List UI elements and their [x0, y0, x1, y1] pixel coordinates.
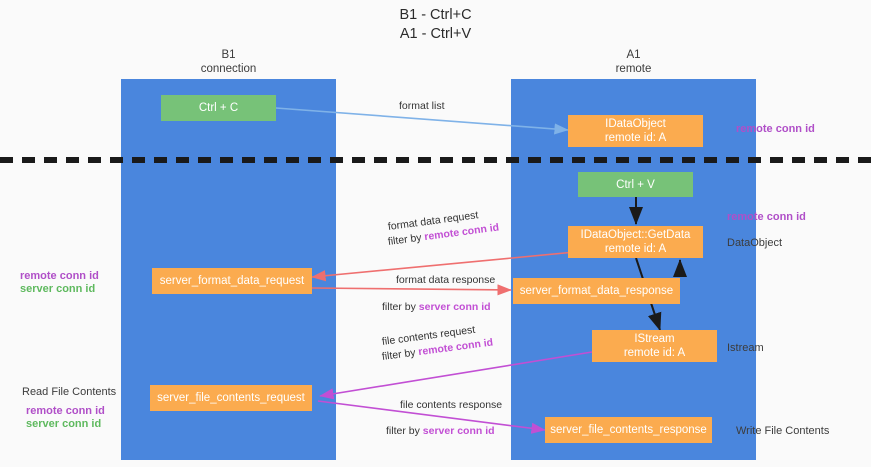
node-ctrl-c[interactable]: Ctrl + C: [161, 95, 276, 121]
edge-label-format-list-text: format list: [399, 100, 445, 112]
node-server-format-data-request-label: server_format_data_request: [159, 275, 305, 287]
node-idataobject[interactable]: IDataObject remote id: A: [568, 115, 703, 147]
label-server-conn-id-mid-left: server conn id: [20, 282, 95, 296]
server-conn-id-text-4: server conn id: [422, 425, 495, 437]
edge-label-file-contents-response-line2: filter by server conn id: [386, 424, 502, 439]
edge-label-format-data-response-text: format data response: [396, 274, 496, 286]
column-header-b1-sub: connection: [200, 63, 257, 75]
column-header-b1: B1 connection: [121, 48, 336, 76]
filter-by-text-2: filter by: [382, 301, 416, 313]
section-divider: [0, 157, 871, 163]
label-remote-conn-id-mid-right: remote conn id: [727, 210, 806, 224]
label-read-file-contents: Read File Contents: [22, 385, 116, 399]
node-server-file-contents-response-label: server_file_contents_response: [550, 424, 707, 436]
node-getdata-sub: remote id: A: [604, 243, 667, 255]
edge-label-format-data-response-line1: format data response: [382, 273, 495, 288]
node-ctrl-c-label: Ctrl + C: [198, 102, 239, 114]
node-getdata-label: IDataObject::GetData: [580, 229, 691, 241]
column-header-a1-sub: remote: [615, 63, 652, 75]
column-header-a1: A1 remote: [511, 48, 756, 76]
edge-label-file-contents-response-line1: file contents response: [386, 398, 502, 413]
label-write-file-contents: Write File Contents: [736, 424, 829, 438]
filter-by-text-1: filter by: [387, 231, 423, 248]
label-server-conn-id-mid-left-text: server conn id: [20, 283, 96, 295]
edge-label-file-contents-request: file contents request filter by remote c…: [381, 324, 494, 365]
edge-label-format-data-response: format data response filter by server co…: [382, 273, 495, 315]
label-remote-conn-id-bot-left: remote conn id: [26, 404, 105, 418]
title-line-1: B1 - Ctrl+C: [399, 7, 472, 23]
node-server-format-data-response[interactable]: server_format_data_response: [513, 278, 680, 304]
label-remote-conn-id-top-right: remote conn id: [736, 122, 815, 136]
node-idataobject-sub: remote id: A: [604, 132, 667, 144]
label-remote-conn-id-mid-right-text: remote conn id: [727, 211, 806, 223]
label-remote-conn-id-bot-left-text: remote conn id: [26, 405, 105, 417]
column-header-a1-name: A1: [626, 49, 641, 61]
node-server-file-contents-response[interactable]: server_file_contents_response: [545, 417, 712, 443]
node-server-format-data-request[interactable]: server_format_data_request: [152, 268, 312, 294]
node-istream-label: IStream: [634, 333, 675, 345]
edge-label-format-list: format list: [399, 99, 445, 114]
title-line-2: A1 - Ctrl+V: [399, 26, 472, 42]
node-server-format-data-response-label: server_format_data_response: [519, 285, 674, 297]
edge-label-format-data-response-line2: filter by server conn id: [382, 300, 495, 315]
label-dataobject: DataObject: [727, 236, 782, 250]
label-server-conn-id-bot-left: server conn id: [26, 417, 101, 431]
node-server-file-contents-request-label: server_file_contents_request: [157, 392, 305, 404]
node-ctrl-v-label: Ctrl + V: [616, 178, 655, 191]
node-idataobject-label: IDataObject: [605, 118, 666, 130]
node-getdata[interactable]: IDataObject::GetData remote id: A: [568, 226, 703, 258]
node-istream-sub: remote id: A: [623, 347, 686, 359]
filter-by-text-4: filter by: [386, 425, 420, 437]
label-server-conn-id-bot-left-text: server conn id: [26, 418, 102, 430]
edge-label-file-contents-response-text: file contents response: [400, 399, 503, 411]
label-write-file-contents-text: Write File Contents: [736, 425, 830, 437]
label-read-file-contents-text: Read File Contents: [22, 386, 117, 398]
node-ctrl-v[interactable]: Ctrl + V: [578, 172, 693, 197]
edge-label-format-data-request: format data request filter by remote con…: [387, 209, 500, 250]
node-istream[interactable]: IStream remote id: A: [592, 330, 717, 362]
column-header-b1-name: B1: [221, 49, 236, 61]
label-istream-text: Istream: [727, 342, 764, 354]
label-istream: Istream: [727, 341, 764, 355]
node-server-file-contents-request[interactable]: server_file_contents_request: [150, 385, 312, 411]
page-title: B1 - Ctrl+C A1 - Ctrl+V: [0, 6, 871, 44]
edge-label-file-contents-response: file contents response filter by server …: [386, 398, 502, 439]
filter-by-text-3: filter by: [381, 346, 417, 363]
label-remote-conn-id-mid-left-text: remote conn id: [20, 270, 99, 282]
server-conn-id-text-2: server conn id: [418, 301, 491, 313]
label-remote-conn-id-top-right-text: remote conn id: [736, 123, 815, 135]
label-dataobject-text: DataObject: [727, 237, 783, 249]
label-remote-conn-id-mid-left: remote conn id: [20, 269, 99, 283]
